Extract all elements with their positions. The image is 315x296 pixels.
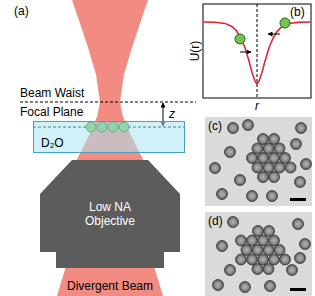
lens-label: Low NA Objective xyxy=(70,200,150,228)
figure-part xyxy=(300,239,311,250)
micrograph xyxy=(205,212,312,296)
figure-part xyxy=(287,265,298,276)
figure-part xyxy=(213,280,224,291)
figure-part xyxy=(228,123,239,134)
figure-part xyxy=(265,281,276,292)
figure-part xyxy=(217,189,228,200)
particle xyxy=(235,34,245,44)
beam-waist-label: Beam Waist xyxy=(20,86,84,100)
sample-cell: D₂O xyxy=(33,121,185,153)
figure-part xyxy=(296,123,307,134)
medium-label: D₂O xyxy=(41,136,64,150)
micrograph xyxy=(205,117,312,206)
figure-part xyxy=(243,120,254,131)
objective-lens: Low NA Objective xyxy=(40,160,180,268)
figure-part xyxy=(293,219,304,230)
figure-part xyxy=(210,163,221,174)
focal-plane-label: Focal Plane xyxy=(20,105,83,119)
beam-waist-line xyxy=(20,102,196,103)
figure-part xyxy=(285,162,296,173)
figure-part xyxy=(280,254,291,265)
panel-letter: (d) xyxy=(208,214,223,228)
figure-part xyxy=(240,282,251,293)
particle xyxy=(280,18,290,28)
axis-label: r xyxy=(255,99,259,113)
figure-part xyxy=(258,172,269,183)
figure-part xyxy=(267,191,278,202)
figure-part xyxy=(225,265,236,276)
panel-letter: (b) xyxy=(290,5,305,19)
scale-bar xyxy=(290,198,306,201)
figure-part xyxy=(235,175,246,186)
panel-letter: (c) xyxy=(208,119,222,133)
figure-part xyxy=(228,217,239,228)
figure-part xyxy=(295,177,306,188)
figure-part xyxy=(291,139,302,150)
figure-part xyxy=(295,253,306,264)
figure-part xyxy=(252,264,263,275)
axis-label: z xyxy=(169,107,175,121)
figure-part xyxy=(263,264,274,275)
potential-curve xyxy=(204,22,310,84)
figure-part xyxy=(301,159,312,170)
figure-part xyxy=(269,172,280,183)
figure-part xyxy=(217,241,228,252)
scale-bar xyxy=(290,288,306,291)
force-arrow xyxy=(240,52,251,53)
particles-c xyxy=(210,120,312,202)
particles-d xyxy=(213,217,311,293)
figure-part xyxy=(247,191,258,202)
figure-part xyxy=(236,254,247,265)
plot-frame xyxy=(203,4,311,98)
axis-label: U(r) xyxy=(188,41,202,62)
beam-label: Divergent Beam xyxy=(67,279,153,293)
divergent-beam xyxy=(57,266,163,296)
panel-letter: (a) xyxy=(14,4,29,18)
objective-body xyxy=(40,160,180,268)
figure-part xyxy=(225,147,236,158)
force-arrow xyxy=(268,34,280,35)
